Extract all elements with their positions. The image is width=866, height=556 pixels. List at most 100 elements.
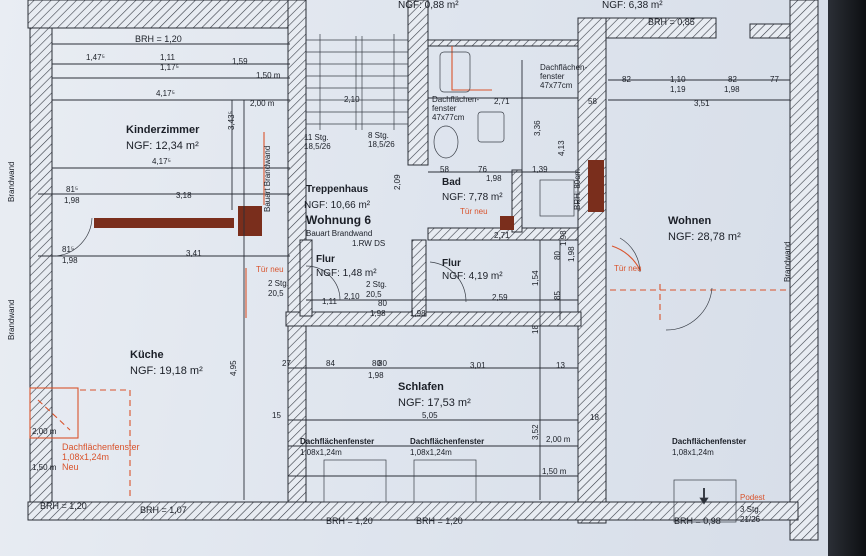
dim-label: 1,98 — [486, 174, 502, 183]
label-dff1: Dachflächen- — [432, 95, 479, 104]
wall-left — [29, 27, 53, 517]
dim-label: 13 — [556, 361, 565, 370]
label-dff-schlafen-1: Dachflächenfenster — [300, 437, 374, 446]
room-wohnung-name: Wohnung 6 — [306, 213, 371, 227]
label-brandwand-left-bottom: Brandwand — [7, 300, 16, 340]
dim-label: 2,71 — [494, 231, 510, 240]
label-stg2a-b: 20,5 — [268, 289, 284, 298]
dim-label: 80 — [372, 359, 381, 368]
dim-label: 82 — [622, 75, 631, 84]
dim-label: 1,98 — [724, 85, 740, 94]
room-wohnung-sub2: 1.RW DS — [352, 239, 385, 248]
dim-label: 81⁵ — [62, 245, 74, 254]
dim-label: 1,98 — [368, 371, 384, 380]
dim-label: 76 — [478, 165, 487, 174]
top-brh-left: BRH = 1,20 — [135, 34, 182, 44]
dim-label: 4,17⁵ — [152, 157, 171, 166]
label-stg8: 8 Stg. — [368, 131, 389, 140]
dim-label: 58 — [588, 97, 597, 106]
dim-label: 27 — [282, 359, 291, 368]
dim-label: 80 — [553, 251, 562, 260]
dim-label: 1,98 — [567, 246, 576, 262]
room-treppenhaus-ngf: NGF: 10,66 m² — [304, 200, 371, 211]
dimension-texts: 1,47⁵ 1,11 1,17⁵ 1,59 1,50 m 4,17⁵ 2,00 … — [32, 53, 779, 476]
stair-lines — [306, 34, 408, 130]
room-treppenhaus-name: Treppenhaus — [306, 184, 369, 195]
dim-label: 1,98 — [370, 309, 386, 318]
label-brandwand-left-top: Brandwand — [7, 162, 16, 202]
dim-label: 81⁵ — [66, 185, 78, 194]
dim-label: 3,18 — [176, 191, 192, 200]
dim-label: 1,59 — [232, 57, 248, 66]
room-kueche-name: Küche — [130, 349, 164, 361]
monitor-bezel — [828, 0, 866, 556]
room-flur1-name: Flur — [316, 254, 335, 265]
dim-label: 1,98 — [64, 196, 80, 205]
dim-label: 82 — [728, 75, 737, 84]
dim-label: 1,19 — [670, 85, 686, 94]
label-dff-wohnen-b: 1,08x1,24m — [672, 448, 714, 457]
dim-label: 1,47⁵ — [86, 53, 105, 62]
new-wall-bath-small — [500, 216, 514, 230]
dim-label: 1,11 — [322, 297, 338, 306]
dim-label: 1,50 m — [256, 71, 281, 80]
dim-label: 1,98 — [410, 309, 426, 318]
dim-label: 2,59 — [492, 293, 508, 302]
label-brh-wohnen: BRH = 0,98 — [674, 516, 721, 526]
wall-flur-mid — [411, 239, 427, 317]
door-arcs — [55, 51, 737, 523]
label-dff-kueche-b: 1,08x1,24m — [62, 452, 109, 462]
label-brh-80: BRH: 80cm — [573, 169, 582, 210]
dim-label: 1,98 — [62, 256, 78, 265]
label-tuer-neu-bad: Tür neu — [460, 207, 488, 216]
dim-label: 3,52 — [531, 424, 540, 440]
label-dff-wohnen: Dachflächenfenster — [672, 437, 746, 446]
dim-label: 1,39 — [532, 165, 548, 174]
dim-label: 3,01 — [470, 361, 486, 370]
room-schlafen-ngf: NGF: 17,53 m² — [398, 397, 471, 409]
top-brh-right: BRH = 0,85 — [648, 17, 695, 27]
wall-right — [789, 0, 819, 541]
dim-label: 2,71 — [494, 97, 510, 106]
dim-label: 4,13 — [557, 140, 566, 156]
walls — [27, 0, 819, 541]
dim-label: 2,10 — [344, 292, 360, 301]
label-stg11b: 18,5/26 — [304, 142, 331, 151]
label-dff1b: fenster — [432, 104, 457, 113]
label-podest: Podest — [740, 493, 766, 502]
dim-label: 1,17⁵ — [160, 63, 179, 72]
top-ngf-a: NGF: 0,88 m² — [398, 0, 459, 11]
dim-label: 1,11 — [160, 53, 176, 62]
dim-label: 18 — [531, 325, 540, 334]
room-bad-name: Bad — [442, 177, 461, 188]
label-podest-c: 21/26 — [740, 515, 761, 524]
label-brh-schlafen-1: BRH = 1,20 — [326, 516, 373, 526]
label-dff2c: 47x77cm — [540, 81, 573, 90]
label-dff-schlafen-1b: 1,08x1,24m — [300, 448, 342, 457]
label-stg2a: 2 Stg. — [268, 279, 289, 288]
dim-label: 15 — [272, 411, 281, 420]
dim-label: 1,54 — [531, 270, 540, 286]
dim-label: 18 — [590, 413, 599, 422]
room-flur2-ngf: NGF: 4,19 m² — [442, 271, 503, 282]
dim-label: 4,17⁵ — [156, 89, 175, 98]
dim-label: 3,36 — [533, 120, 542, 136]
wall-stair-right — [407, 0, 429, 166]
dim-label: 3,43⁵ — [227, 111, 236, 130]
label-dff-kueche: Dachflächenfenster — [62, 442, 140, 452]
label-stg2b-b: 20,5 — [366, 290, 382, 299]
wall-top-right-b — [749, 23, 791, 39]
room-bad-ngf: NGF: 7,78 m² — [442, 192, 503, 203]
label-dff2b: fenster — [540, 72, 565, 81]
label-brh-schlafen-2: BRH = 1,20 — [416, 516, 463, 526]
dim-label: 5,05 — [422, 411, 438, 420]
label-tuer-neu-wohnen: Tür neu — [614, 264, 642, 273]
room-flur1-ngf: NGF: 1,48 m² — [316, 268, 377, 279]
label-stg8b: 18,5/26 — [368, 140, 395, 149]
dim-label: 84 — [326, 359, 335, 368]
dim-label: 77 — [770, 75, 779, 84]
new-wall-red — [94, 218, 234, 228]
label-dff-kueche-c: Neu — [62, 462, 79, 472]
dim-label: 1,98 — [559, 230, 568, 246]
